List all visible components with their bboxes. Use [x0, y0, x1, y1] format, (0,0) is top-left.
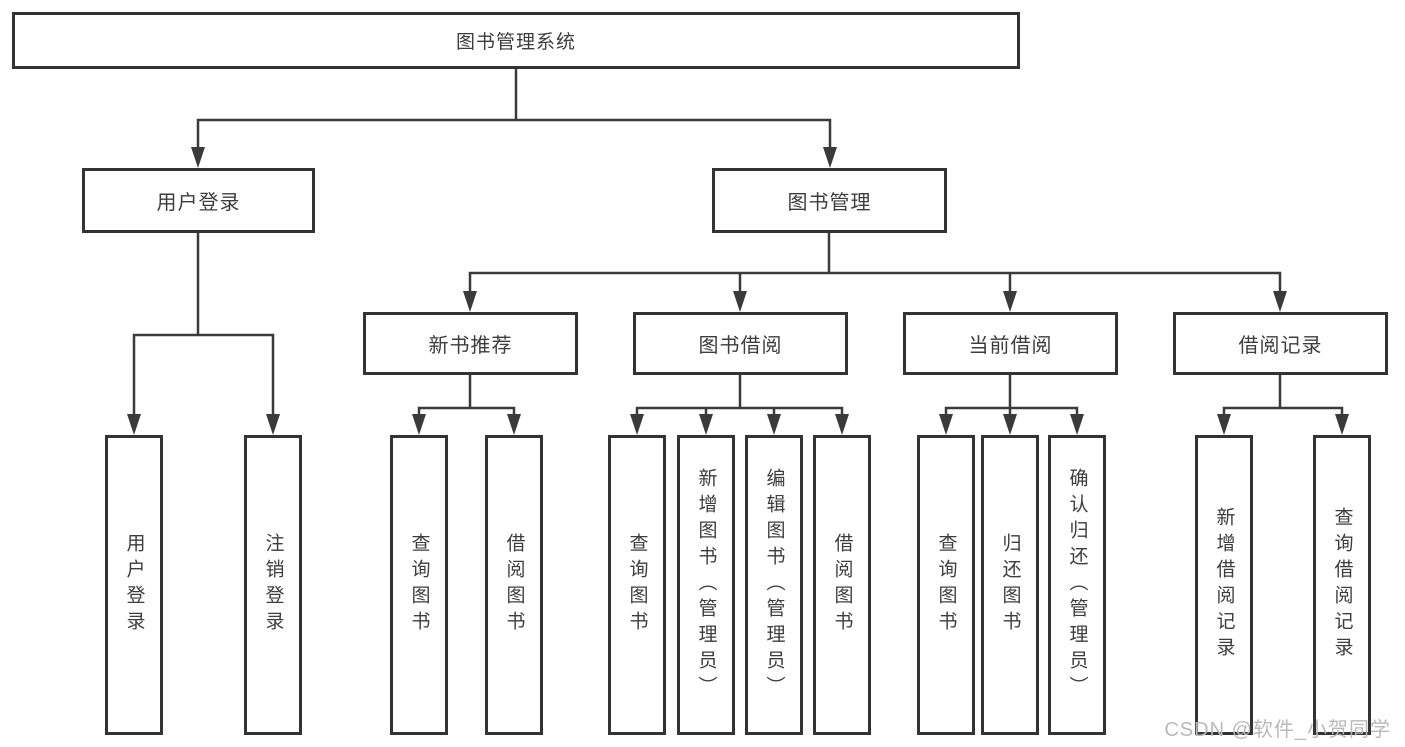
- leaf-query-books-recommend: 查询图书: [390, 435, 448, 735]
- leaf-return-book-label: 归还图书: [999, 533, 1021, 637]
- leaf-borrow-books-recommend: 借阅图书: [485, 435, 543, 735]
- leaf-logout-label: 注销登录: [262, 533, 284, 637]
- leaf-query-books-borrow: 查询图书: [608, 435, 666, 735]
- leaf-query-books-current: 查询图书: [917, 435, 975, 735]
- leaf-return-book: 归还图书: [981, 435, 1039, 735]
- node-book-management: 图书管理: [712, 168, 947, 233]
- leaf-add-borrow-record-label: 新增借阅记录: [1213, 507, 1235, 663]
- leaf-logout: 注销登录: [244, 435, 302, 735]
- leaf-borrow-books-recommend-label: 借阅图书: [503, 533, 525, 637]
- leaf-add-book-admin-label: 新增图书（管理员）: [695, 468, 717, 702]
- node-current-borrowing: 当前借阅: [903, 312, 1118, 375]
- leaf-edit-book-admin: 编辑图书（管理员）: [745, 435, 803, 735]
- leaf-query-books-recommend-label: 查询图书: [408, 533, 430, 637]
- leaf-add-book-admin: 新增图书（管理员）: [677, 435, 735, 735]
- leaf-query-borrow-record: 查询借阅记录: [1313, 435, 1371, 735]
- leaf-edit-book-admin-label: 编辑图书（管理员）: [763, 468, 785, 702]
- leaf-query-books-borrow-label: 查询图书: [626, 533, 648, 637]
- node-new-book-recommendation: 新书推荐: [363, 312, 578, 375]
- node-user-login: 用户登录: [82, 168, 315, 233]
- node-library-management-system: 图书管理系统: [12, 12, 1020, 69]
- leaf-add-borrow-record: 新增借阅记录: [1195, 435, 1253, 735]
- leaf-confirm-return-admin-label: 确认归还（管理员）: [1066, 468, 1088, 702]
- leaf-borrow-books-label: 借阅图书: [831, 533, 853, 637]
- node-book-borrowing: 图书借阅: [633, 312, 848, 375]
- leaf-query-borrow-record-label: 查询借阅记录: [1331, 507, 1353, 663]
- leaf-confirm-return-admin: 确认归还（管理员）: [1048, 435, 1106, 735]
- leaf-query-books-current-label: 查询图书: [935, 533, 957, 637]
- csdn-watermark: CSDN @软件_小贺同学: [1164, 719, 1391, 741]
- leaf-borrow-books: 借阅图书: [813, 435, 871, 735]
- leaf-user-login-label: 用户登录: [123, 533, 145, 637]
- node-borrowing-records: 借阅记录: [1173, 312, 1388, 375]
- leaf-user-login: 用户登录: [105, 435, 163, 735]
